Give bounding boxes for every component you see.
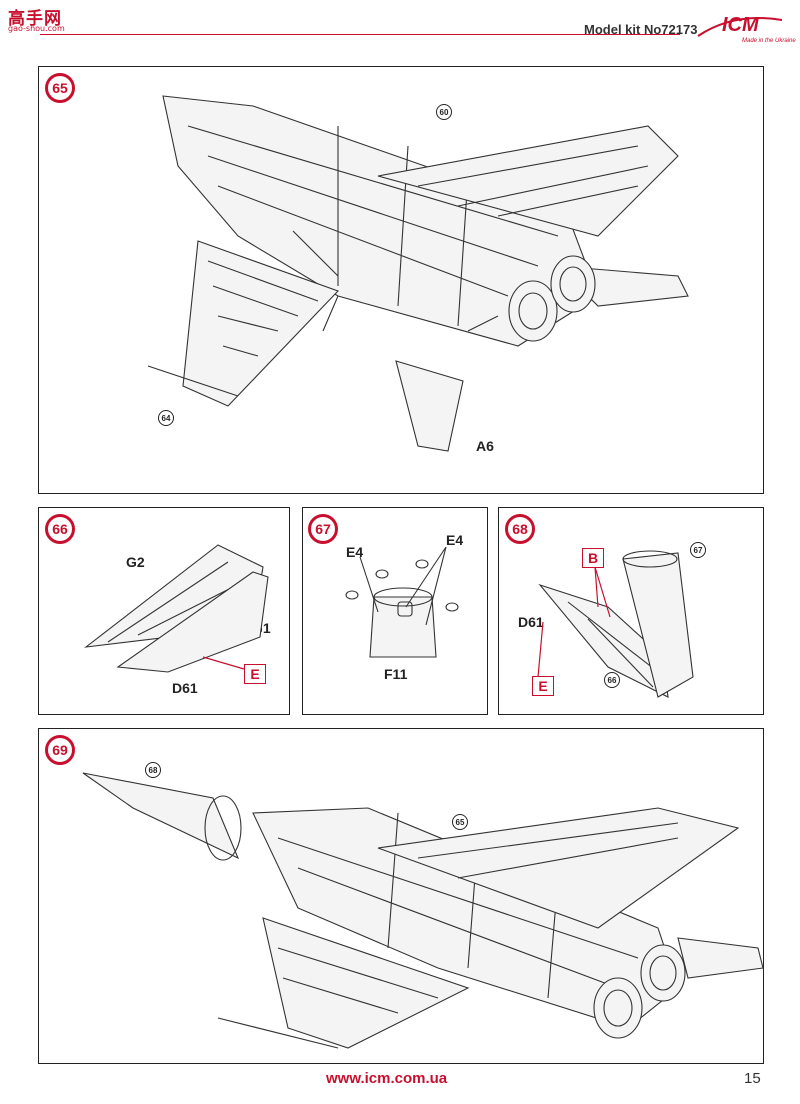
part-a6: A6 [476, 438, 494, 454]
step-66-badge: 66 [45, 514, 75, 544]
part-e4-left: E4 [346, 544, 364, 560]
site-watermark-url: gao-shou.com [8, 24, 65, 33]
part-g2: G2 [126, 554, 145, 570]
step-68-drawing [537, 550, 694, 698]
ref-64: 64 [158, 410, 174, 426]
part-d61: D61 [172, 680, 198, 696]
highlight-b: B [582, 548, 604, 568]
footer-url[interactable]: www.icm.com.ua [326, 1070, 448, 1087]
step-68-badge: 68 [505, 514, 535, 544]
highlight-e: E [244, 664, 266, 684]
icm-logo [697, 17, 783, 37]
step-66-drawing [84, 544, 269, 673]
part-d61-68: D61 [518, 614, 544, 630]
header-rule [40, 34, 680, 35]
logo-tagline: Made in the Ukraine [742, 38, 796, 44]
step-67-badge: 67 [308, 514, 338, 544]
ref-67: 67 [690, 542, 706, 558]
step-69-drawing [82, 772, 764, 1049]
highlight-e-68: E [532, 676, 554, 696]
page-number: 15 [744, 1070, 761, 1087]
site-watermark: 高手网 [8, 9, 62, 29]
ref-60: 60 [436, 104, 452, 120]
step-65-badge: 65 [45, 73, 75, 103]
step-65-drawing [147, 95, 689, 452]
part-f11: F11 [384, 666, 408, 682]
part-e4-right: E4 [446, 532, 464, 548]
kit-number: Model kit No72173 [584, 22, 698, 37]
step-69-badge: 69 [45, 735, 75, 765]
ref-68: 68 [145, 762, 161, 778]
ref-65: 65 [452, 814, 468, 830]
step-67-drawing [345, 546, 459, 658]
logo-text: ICM [722, 14, 759, 36]
step-68-panel [498, 507, 764, 715]
ref-66: 66 [604, 672, 620, 688]
